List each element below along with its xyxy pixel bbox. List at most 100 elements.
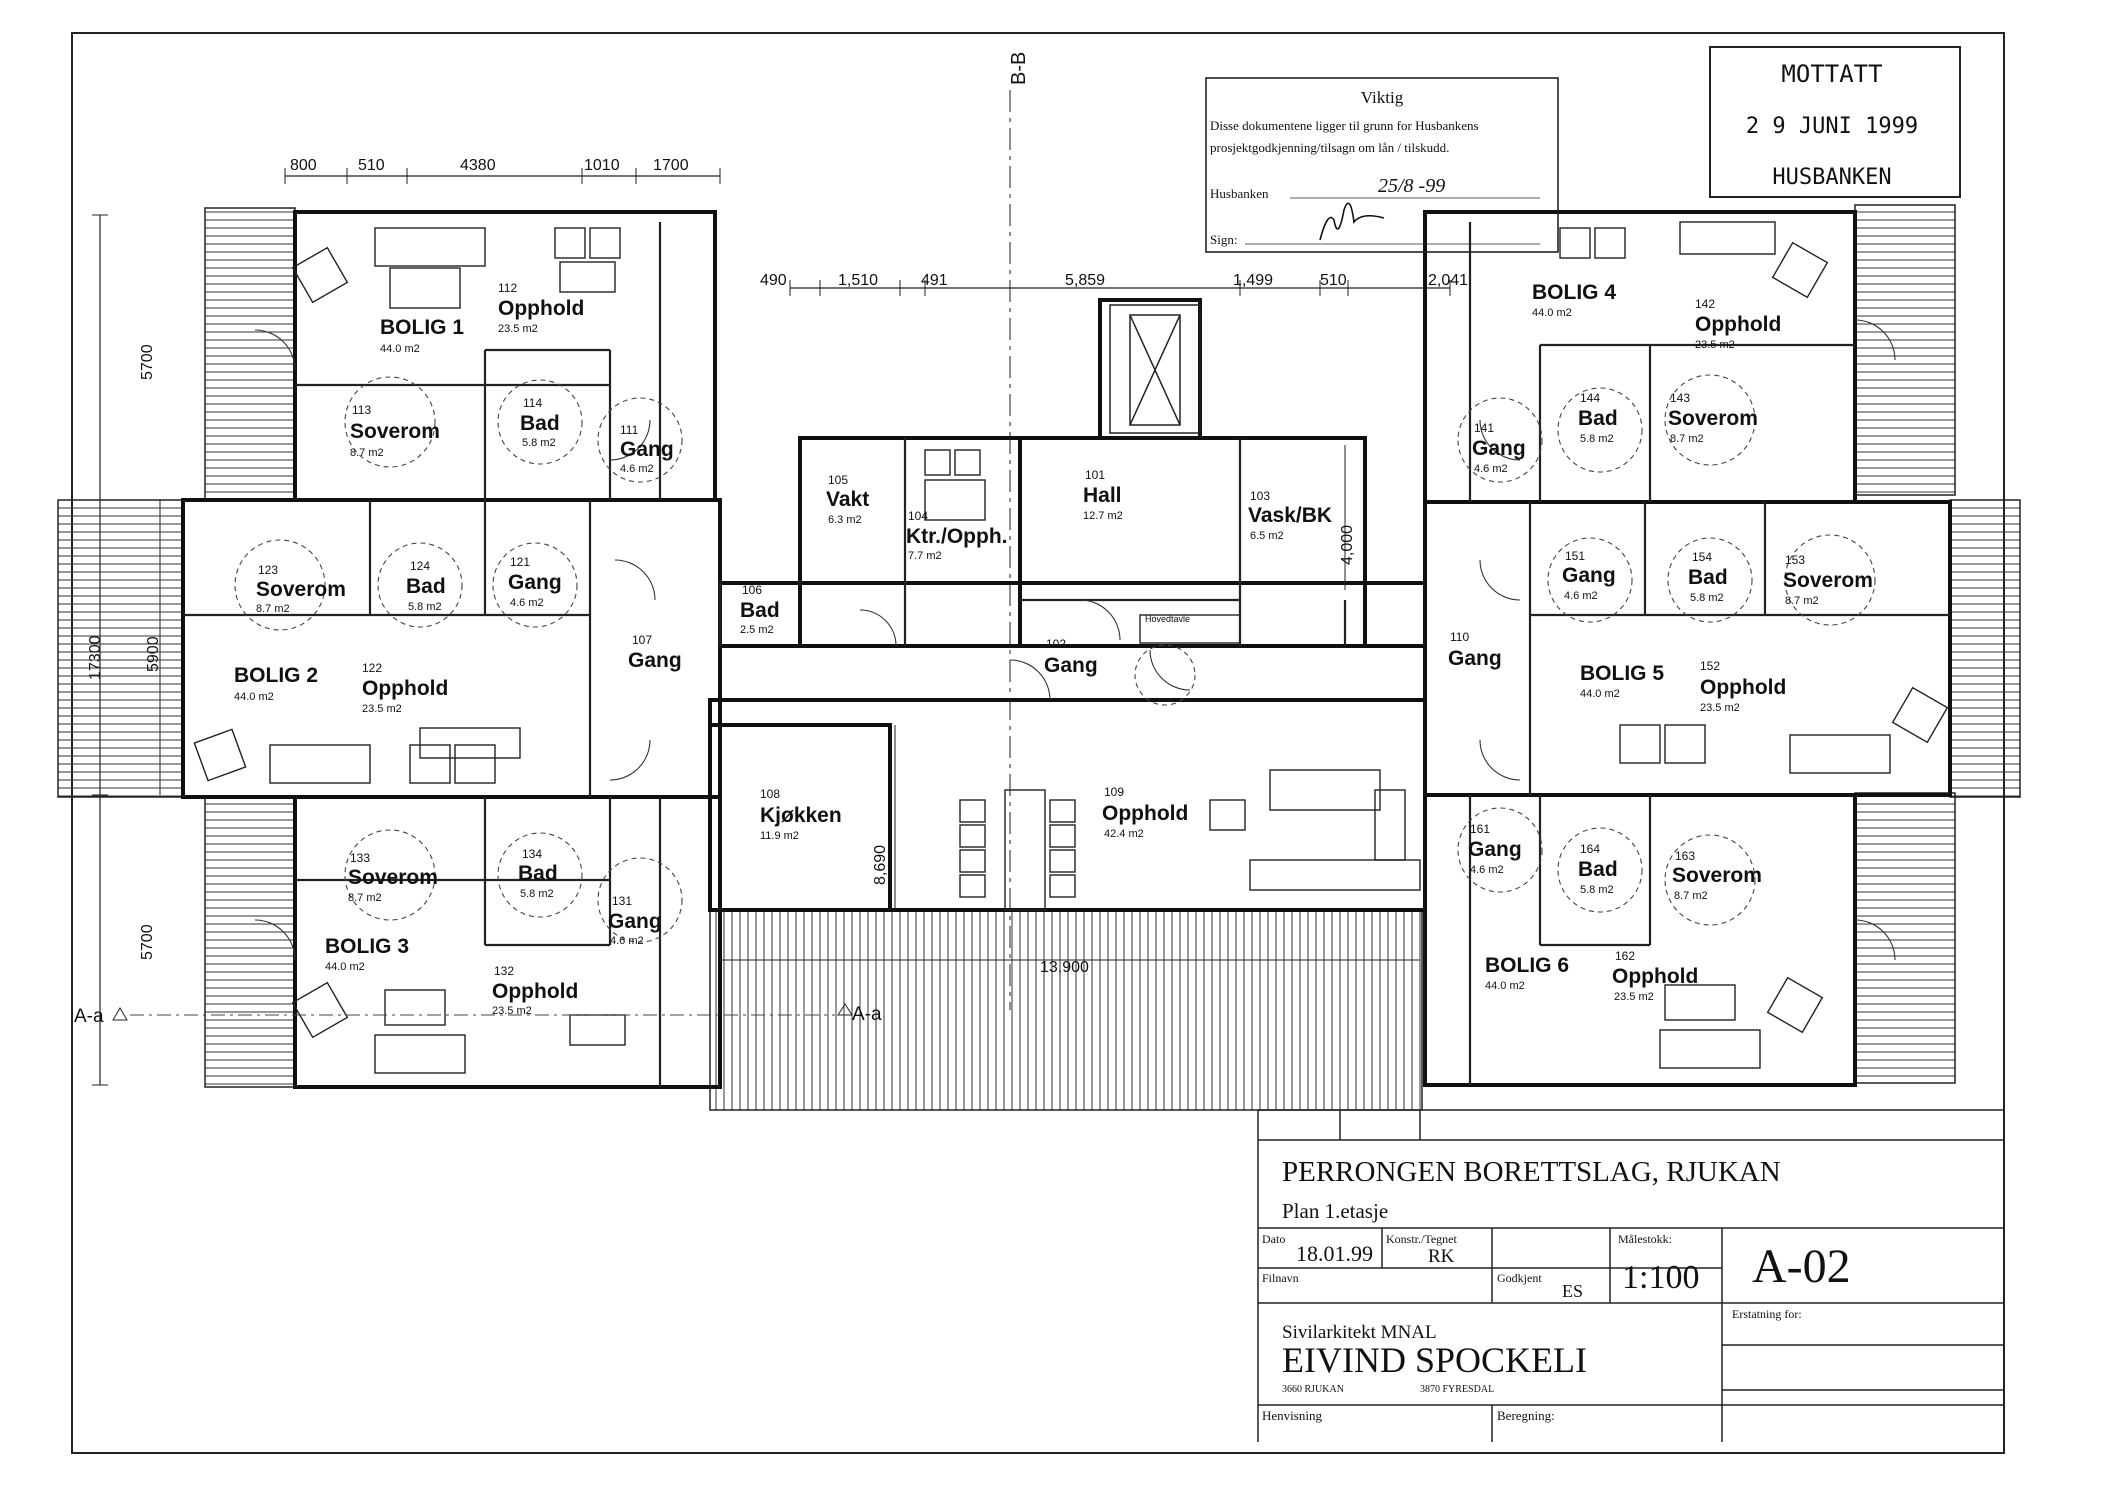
room-area: 23.5 m2 bbox=[362, 703, 402, 715]
room-area: 23.5 m2 bbox=[492, 1005, 532, 1017]
stamp-line: MOTTATT bbox=[1781, 60, 1882, 88]
room-number: 153 bbox=[1785, 553, 1805, 567]
apartment-name: BOLIG 3 bbox=[325, 935, 409, 958]
room-142: 142 Opphold 23.5 m2 bbox=[1695, 297, 1781, 351]
field-label: Konstr./Tegnet bbox=[1386, 1232, 1457, 1246]
field-label: Dato bbox=[1262, 1232, 1285, 1246]
room-name: Bad bbox=[518, 862, 558, 885]
room-number: 161 bbox=[1470, 822, 1490, 836]
section-label-b: B-B bbox=[1008, 52, 1030, 85]
date-value: 18.01.99 bbox=[1296, 1241, 1373, 1266]
room-113: 113 Soverom 8.7 m2 bbox=[350, 403, 440, 459]
room-name: Gang bbox=[508, 571, 562, 594]
room-name: Gang bbox=[1562, 564, 1616, 587]
room-name: Gang bbox=[1468, 838, 1522, 861]
room-name: Opphold bbox=[1695, 313, 1781, 336]
room-122: 122 Opphold 23.5 m2 bbox=[362, 661, 448, 715]
room-104: 104 Ktr./Opph. 7.7 m2 bbox=[906, 509, 1008, 562]
dim-label: 510 bbox=[358, 157, 385, 174]
room-133: 133 Soverom 8.7 m2 bbox=[348, 851, 438, 904]
room-area: 4.6 m2 bbox=[1564, 590, 1598, 602]
room-114: 114 Bad 5.8 m2 bbox=[520, 396, 560, 449]
room-number: 133 bbox=[350, 851, 370, 865]
interior-walls bbox=[183, 222, 1950, 1087]
dim-label: 800 bbox=[290, 157, 317, 174]
room-number: 124 bbox=[410, 559, 430, 573]
title-block-text: PERRONGEN BORETTSLAG, RJUKAN Plan 1.etas… bbox=[1262, 1156, 1851, 1423]
room-name: Soverom bbox=[1672, 864, 1762, 887]
field-label: Godkjent bbox=[1497, 1271, 1542, 1285]
field-label: Beregning: bbox=[1497, 1408, 1555, 1423]
room-area: 7.7 m2 bbox=[908, 550, 942, 562]
room-132: 132 Opphold 23.5 m2 bbox=[492, 964, 578, 1017]
room-name: Bad bbox=[1578, 407, 1618, 430]
apartment-bolig-1: BOLIG 1 44.0 m2 bbox=[380, 316, 464, 355]
dim-label: 1,499 bbox=[1233, 272, 1273, 289]
room-154: 154 Bad 5.8 m2 bbox=[1688, 550, 1728, 604]
room-area: 2.5 m2 bbox=[740, 624, 774, 636]
room-number: 123 bbox=[258, 563, 278, 577]
room-area: 8.7 m2 bbox=[1674, 890, 1708, 902]
apartment-area: 44.0 m2 bbox=[1485, 980, 1525, 992]
notice-text: Disse dokumentene ligger til grunn for H… bbox=[1210, 118, 1479, 133]
room-name: Soverom bbox=[1668, 407, 1758, 430]
door-swings bbox=[254, 319, 1896, 961]
dim-label: 1010 bbox=[584, 157, 620, 174]
dimension-chain-top-left: 800 510 4380 1010 1700 bbox=[284, 157, 721, 184]
room-area: 5.8 m2 bbox=[1580, 433, 1614, 445]
apartment-bolig-4: BOLIG 4 44.0 m2 bbox=[1532, 281, 1616, 319]
room-number: 132 bbox=[494, 964, 514, 978]
room-name: Gang bbox=[620, 438, 674, 461]
room-163: 163 Soverom 8.7 m2 bbox=[1672, 849, 1762, 902]
dim-label: 13,900 bbox=[1040, 959, 1089, 976]
room-name: Bad bbox=[740, 599, 780, 622]
dim-label: 4380 bbox=[460, 157, 496, 174]
room-number: 131 bbox=[612, 894, 632, 908]
room-108: 108 Kjøkken 11.9 m2 bbox=[760, 787, 842, 842]
room-name: Vakt bbox=[826, 488, 869, 511]
room-name: Hall bbox=[1083, 484, 1122, 507]
room-name: Opphold bbox=[362, 677, 448, 700]
room-area: 12.7 m2 bbox=[1083, 510, 1123, 522]
room-area: 5.8 m2 bbox=[1690, 592, 1724, 604]
room-name: Opphold bbox=[1102, 802, 1188, 825]
room-123: 123 Soverom 8.7 m2 bbox=[256, 563, 346, 615]
room-109: 109 Opphold 42.4 m2 bbox=[1102, 785, 1188, 840]
field-label: Filnavn bbox=[1262, 1271, 1299, 1285]
field-label: Erstatning for: bbox=[1732, 1307, 1802, 1321]
room-number: 151 bbox=[1565, 549, 1585, 563]
room-name: Gang bbox=[608, 910, 662, 933]
room-151: 151 Gang 4.6 m2 bbox=[1562, 549, 1616, 602]
room-number: 143 bbox=[1670, 391, 1690, 405]
title-block bbox=[1257, 1109, 2004, 1442]
room-number: 162 bbox=[1615, 949, 1635, 963]
room-number: 112 bbox=[498, 281, 517, 295]
room-134: 134 Bad 5.8 m2 bbox=[518, 847, 558, 900]
apartment-area: 44.0 m2 bbox=[1532, 307, 1572, 319]
dimension-chain-center: 490 1,510 491 5,859 1,499 510 2,041 bbox=[760, 272, 1468, 296]
drafter-value: RK bbox=[1428, 1246, 1455, 1267]
room-106: 106 Bad 2.5 m2 bbox=[740, 583, 780, 636]
room-107: 107 Gang bbox=[628, 633, 682, 672]
room-name: Gang bbox=[628, 649, 682, 672]
room-area: 6.5 m2 bbox=[1250, 530, 1284, 542]
field-label: Målestokk: bbox=[1618, 1232, 1672, 1246]
room-143: 143 Soverom 8.7 m2 bbox=[1668, 391, 1758, 445]
room-161: 161 Gang 4.6 m2 bbox=[1468, 822, 1522, 876]
scale-value: 1:100 bbox=[1622, 1259, 1699, 1296]
room-name: Soverom bbox=[350, 420, 440, 443]
stamp-line: HUSBANKEN bbox=[1772, 165, 1891, 190]
room-name: Bad bbox=[1578, 858, 1618, 881]
section-label-a-right: A-a bbox=[852, 1004, 882, 1025]
room-area: 23.5 m2 bbox=[1695, 339, 1735, 351]
room-area: 42.4 m2 bbox=[1104, 828, 1144, 840]
room-name: Soverom bbox=[1783, 569, 1873, 592]
building-walls bbox=[181, 210, 1952, 1089]
drawing-number: A-02 bbox=[1752, 1240, 1851, 1293]
apartment-area: 44.0 m2 bbox=[325, 961, 365, 973]
room-number: 141 bbox=[1474, 421, 1494, 435]
room-141: 141 Gang 4.6 m2 bbox=[1472, 421, 1526, 475]
room-name: Opphold bbox=[1700, 676, 1786, 699]
stamp-date: 2 9 JUNI 1999 bbox=[1746, 114, 1918, 139]
architect-address: 3660 RJUKAN bbox=[1282, 1384, 1344, 1395]
